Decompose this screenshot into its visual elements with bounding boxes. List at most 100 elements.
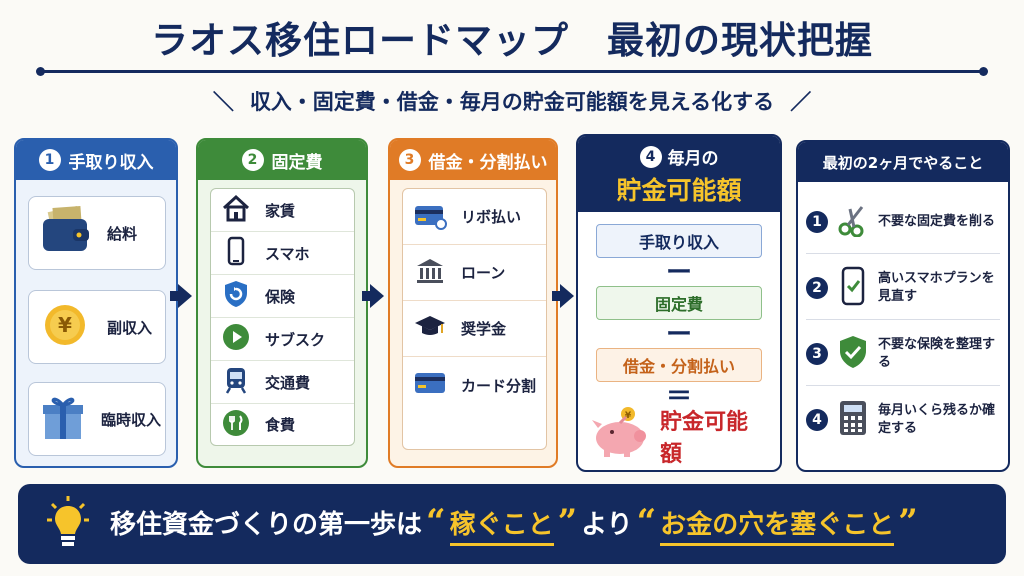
message-phrase-plug-holes: お金の穴を塞ぐこと — [660, 504, 895, 546]
formula-term-income: 手取り収入 — [596, 224, 762, 258]
formula-result: ¥ 貯金可能額 — [590, 407, 768, 467]
debt-list: リボ払い ローン 奨学金 カード分割 — [402, 188, 547, 450]
step-number: 4 — [806, 409, 828, 431]
fixed-cost-header: 2 固定費 — [198, 140, 366, 180]
first-two-months-panel: 最初の2ヶ月でやること 1 不要な固定費を削る 2 高いスマホプランを見直す 3… — [796, 140, 1010, 472]
house-icon — [221, 194, 251, 226]
action-step-text: 不要な保険を整理する — [878, 336, 996, 370]
svg-text:¥: ¥ — [58, 313, 72, 337]
page-subtitle: ＼収入・固定費・借金・毎月の貯金可能額を見える化する／ — [0, 86, 1024, 116]
minus-sign: ー — [665, 258, 692, 288]
card-icon — [413, 368, 447, 402]
action-step: 2 高いスマホプランを見直す — [806, 256, 1000, 320]
bank-icon — [413, 256, 447, 290]
step-number: 1 — [38, 149, 61, 171]
step-number: 3 — [806, 342, 828, 365]
action-step: 1 不要な固定費を削る — [806, 190, 1000, 254]
action-step-text: 毎月いくら残るか確定する — [878, 403, 996, 436]
message-phrase-earn: 稼ぐこと — [449, 504, 554, 546]
phone-check-icon — [836, 266, 870, 310]
wallet-icon — [39, 205, 95, 261]
subtitle-text: 収入・固定費・借金・毎月の貯金可能額を見える化する — [249, 90, 775, 114]
message-lead: 移住資金づくりの第一歩は — [110, 510, 423, 540]
piggy-bank-icon: ¥ — [590, 406, 654, 466]
flow-arrow-1 — [170, 284, 192, 308]
list-item: 奨学金 — [403, 301, 546, 357]
list-item: ローン — [403, 245, 546, 301]
list-item-label: 食費 — [265, 416, 296, 434]
slash-deco-left: ＼ — [212, 90, 234, 114]
title-divider — [36, 67, 988, 76]
step-number: 2 — [241, 149, 264, 171]
income-label-side: 副収入 — [107, 318, 153, 337]
debt-header: 3 借金・分割払い — [390, 140, 556, 180]
formula-term-debt: 借金・分割払い — [596, 348, 762, 382]
minus-sign: ー — [665, 320, 692, 350]
train-icon — [221, 365, 251, 399]
quote-open: “ — [426, 502, 446, 542]
list-item: サブスク — [211, 318, 354, 361]
income-card-temp: 臨時収入 — [28, 382, 166, 456]
list-item: 交通費 — [211, 361, 354, 404]
page-title: ラオス移住ロードマップ 最初の現状把握 — [151, 19, 873, 62]
scissors-icon — [836, 203, 870, 241]
fork-knife-icon — [221, 408, 251, 442]
savings-title-line2: 貯金可能額 — [616, 176, 742, 205]
list-item: 家賃 — [211, 189, 354, 232]
list-item-label: スマホ — [265, 244, 310, 263]
list-item: 保険 — [211, 275, 354, 318]
quote-close: ” — [557, 502, 578, 542]
list-item: リボ払い — [403, 189, 546, 245]
income-header: 1 手取り収入 — [16, 140, 176, 180]
list-item: 食費 — [211, 404, 354, 445]
income-column: 1 手取り収入 給料 ¥ 副収入 臨時収入 — [14, 138, 178, 468]
shield-check-icon — [836, 334, 870, 374]
income-label-salary: 給料 — [107, 224, 138, 243]
fixed-cost-title: 固定費 — [271, 152, 323, 173]
key-message-text: 移住資金づくりの第一歩は “稼ぐこと” より “お金の穴を塞ぐこと” — [110, 502, 918, 546]
insurance-shield-icon — [221, 279, 251, 313]
action-step: 3 不要な保険を整理する — [806, 322, 1000, 386]
first-two-months-title: 最初の2ヶ月でやること — [798, 142, 1008, 182]
list-item-label: 交通費 — [265, 373, 311, 392]
fixed-cost-column: 2 固定費 家賃 スマホ 保険 サブスク 交通費 食費 — [196, 138, 368, 468]
smartphone-icon — [221, 236, 251, 270]
action-step: 4 毎月いくら残るか確定する — [806, 388, 1000, 452]
debt-title: 借金・分割払い — [428, 152, 548, 173]
flow-arrow-3 — [552, 284, 574, 308]
list-item-label: 奨学金 — [461, 320, 507, 338]
equals-sign: ＝ — [665, 382, 692, 412]
calculator-icon — [836, 399, 870, 441]
list-item: スマホ — [211, 232, 354, 275]
formula-term-fixed: 固定費 — [596, 286, 762, 320]
message-mid: より — [581, 510, 633, 540]
formula-result-label: 貯金可能額 — [660, 410, 749, 467]
step-number: 1 — [806, 210, 828, 233]
step-number: 3 — [398, 149, 421, 171]
income-label-temp: 臨時収入 — [101, 410, 162, 429]
gift-icon — [39, 391, 89, 447]
list-item-label: リボ払い — [461, 208, 522, 226]
debt-column: 3 借金・分割払い リボ払い ローン 奨学金 カード分割 — [388, 138, 558, 468]
list-item-label: サブスク — [265, 330, 326, 349]
lightbulb-icon — [46, 494, 90, 554]
list-item-label: 保険 — [265, 287, 296, 306]
quote-open: “ — [636, 502, 657, 542]
step-number: 4 — [639, 145, 662, 168]
graduation-cap-icon — [413, 312, 447, 346]
yen-coin-icon: ¥ — [39, 299, 95, 355]
credit-card-icon — [413, 200, 447, 234]
list-item-label: ローン — [461, 264, 506, 282]
income-title: 手取り収入 — [68, 152, 154, 173]
income-card-salary: 給料 — [28, 196, 166, 270]
step-number: 2 — [806, 276, 828, 299]
fixed-cost-list: 家賃 スマホ 保険 サブスク 交通費 食費 — [210, 188, 355, 446]
action-step-text: 高いスマホプランを見直す — [878, 270, 995, 304]
list-item-label: 家賃 — [265, 201, 296, 220]
svg-text:¥: ¥ — [625, 411, 632, 421]
play-icon — [221, 322, 251, 356]
flow-arrow-2 — [362, 284, 384, 308]
list-item: カード分割 — [403, 357, 546, 413]
